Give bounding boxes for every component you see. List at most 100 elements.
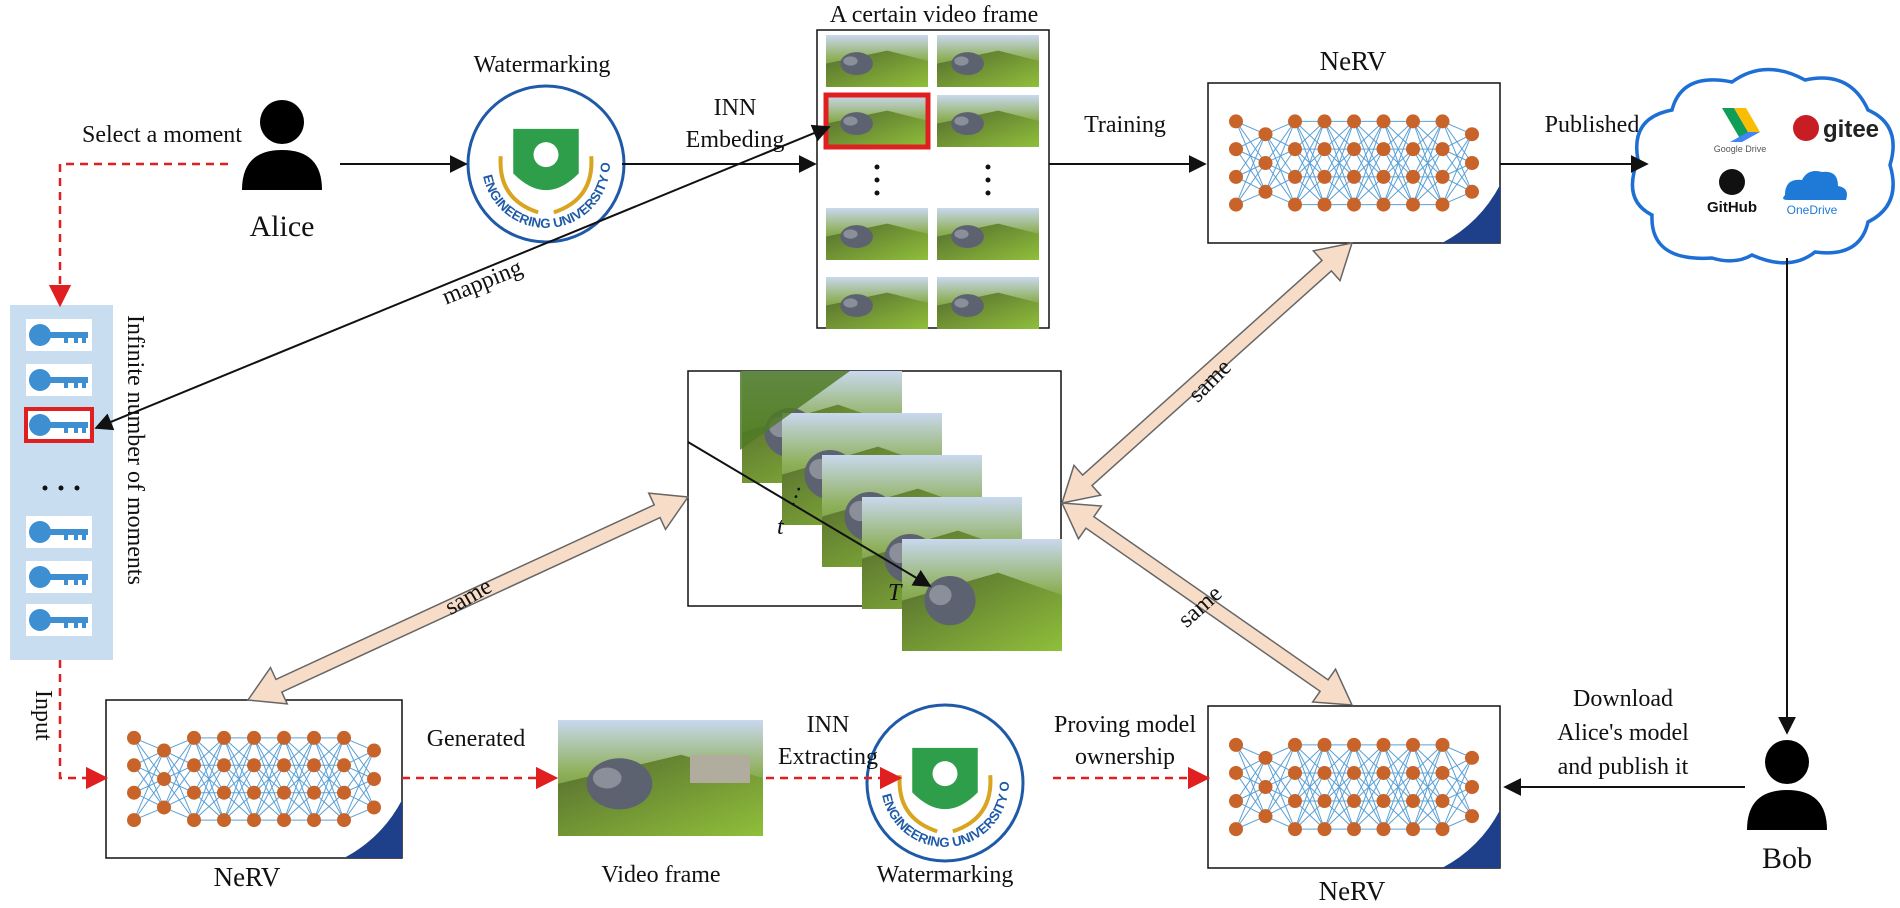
nerv-neuron (1258, 156, 1273, 170)
key-tooth (74, 425, 78, 433)
nerv-neuron (1229, 822, 1243, 837)
google-drive-label: Google Drive (1714, 144, 1767, 154)
nerv-edge (1265, 121, 1296, 192)
page-corner (1442, 185, 1500, 243)
nerv-edge (1442, 757, 1473, 802)
nerv-neuron (307, 730, 321, 745)
university-logo-top: ENGINEERING UNIVERSITY OF PAP (0, 0, 626, 244)
nerv-neuron (1376, 765, 1391, 780)
nerv-neuron (1406, 197, 1420, 212)
nerv-neuron (1406, 142, 1420, 157)
nerv-neuron (187, 813, 201, 828)
nerv-neuron (1347, 197, 1361, 212)
person-head (260, 100, 304, 144)
nerv-neuron (1229, 142, 1243, 157)
logo-emblem (533, 142, 559, 168)
nerv-edge (1383, 744, 1414, 802)
nerv-neuron (1229, 737, 1243, 752)
nerv-neuron (1376, 737, 1391, 752)
nerv-neuron (1376, 169, 1391, 184)
nerv-neuron (367, 800, 381, 815)
nerv-neuron (1288, 737, 1302, 752)
nerv-neuron (1317, 169, 1332, 184)
nerv-edge (1442, 757, 1473, 830)
gitee-icon (1793, 115, 1819, 141)
nerv-neuron (1435, 765, 1450, 780)
nerv-neuron (1229, 765, 1243, 780)
nerv-neuron (217, 758, 231, 773)
person-head (1765, 740, 1809, 784)
nerv-neuron (1317, 737, 1332, 752)
nerv-neuron (1317, 794, 1332, 809)
certain-frame-label: A certain video frame (830, 2, 1039, 28)
nerv-neuron (1406, 737, 1420, 752)
nerv-edge (283, 765, 315, 821)
nerv-edge (1235, 162, 1266, 205)
nerv-neuron (1347, 822, 1361, 837)
key-tooth (64, 577, 68, 585)
person-body (242, 150, 322, 190)
nerv-neuron (277, 813, 291, 828)
frame-dot (985, 177, 991, 183)
nerv-neuron (277, 785, 291, 800)
nerv-neuron (247, 758, 261, 773)
embeding-label: Embeding (686, 127, 785, 153)
nerv-neuron (1435, 822, 1450, 837)
key-tooth (74, 380, 78, 388)
nerv-neuron (217, 730, 231, 745)
nerv-neuron (1288, 142, 1302, 157)
key-tooth (64, 380, 68, 388)
nerv-neuron (1347, 114, 1361, 129)
nerv-edge (343, 778, 375, 821)
nerv-edge (283, 737, 315, 821)
nerv-model-bottom-left (105, 699, 403, 859)
nerv-neuron (1288, 794, 1302, 809)
scene-creature-face (954, 116, 969, 126)
nerv-edge (313, 737, 345, 793)
nerv-neuron (247, 813, 261, 828)
key-tooth (64, 425, 68, 433)
nerv-neuron (1288, 169, 1302, 184)
nerv-neuron (1347, 142, 1361, 157)
proving-line2: ownership (1075, 744, 1175, 770)
nerv-neuron (1347, 737, 1361, 752)
key-head (29, 414, 51, 436)
same-arrow-left (246, 492, 690, 705)
key-tooth (74, 577, 78, 585)
nerv-edge (193, 737, 225, 793)
nerv-neuron (1288, 765, 1302, 780)
mapping-label: mapping (439, 255, 527, 311)
select-moment-label: Select a moment (82, 122, 242, 148)
red-arrow-select-moment (48, 162, 228, 308)
nerv-edge (1294, 772, 1325, 830)
nerv-edge (1383, 121, 1414, 205)
alice-person-icon (242, 100, 322, 190)
same-arrow-right (1060, 502, 1354, 706)
watermarking-bottom-label: Watermarking (877, 862, 1014, 888)
scene-creature-face (843, 229, 858, 239)
nerv-edge (1353, 772, 1384, 830)
nerv-neuron (1229, 114, 1243, 129)
nerv-edge (1442, 134, 1473, 205)
key-tooth (64, 335, 68, 343)
nerv-neuron (1229, 197, 1243, 212)
nerv-bottom-left-label: NeRV (214, 862, 281, 892)
nerv-edge (1294, 121, 1325, 205)
nerv-edge (253, 737, 285, 793)
logo-emblem (932, 761, 958, 787)
nerv-edge (1294, 744, 1325, 830)
nerv-edge (1294, 121, 1325, 178)
key-head (29, 566, 51, 588)
key-selected-highlight (24, 407, 94, 443)
nerv-edge (1235, 757, 1266, 830)
axis-T-label: T (888, 580, 903, 606)
nerv-neuron (217, 785, 231, 800)
nerv-neuron (127, 730, 141, 745)
nerv-neuron (1317, 765, 1332, 780)
nerv-edge (133, 750, 165, 821)
nerv-edge (133, 750, 165, 793)
nerv-edge (1265, 744, 1296, 817)
nerv-neuron (1317, 197, 1332, 212)
nerv-neuron (157, 800, 171, 815)
